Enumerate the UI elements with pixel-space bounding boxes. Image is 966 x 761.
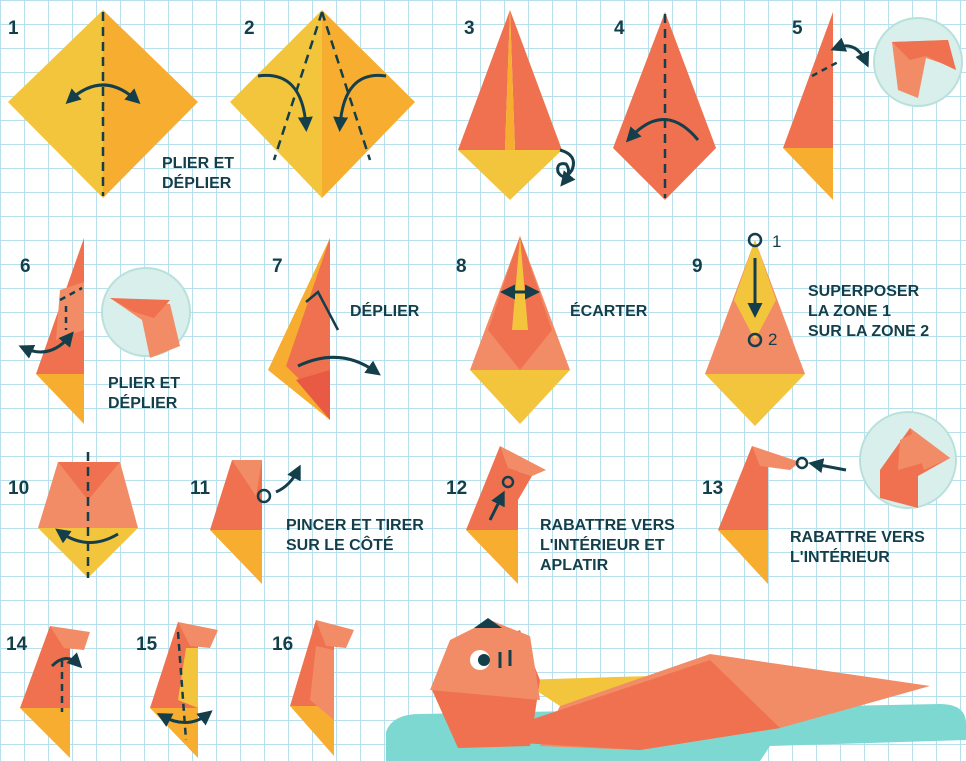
fold-arrow-icon	[836, 46, 866, 62]
step-number: 14	[6, 634, 27, 656]
zone-2-label: 2	[768, 330, 777, 350]
step-9-diagram	[705, 234, 805, 426]
step-number: 2	[244, 18, 255, 40]
step-15-diagram	[150, 622, 218, 758]
step-number: 13	[702, 478, 723, 500]
step-number: 16	[272, 634, 293, 656]
step-14-diagram	[20, 626, 90, 758]
step-number: 6	[20, 256, 31, 278]
step-3-diagram	[458, 10, 574, 200]
zone-1-label: 1	[772, 232, 781, 252]
step-number: 1	[8, 18, 19, 40]
step-number: 10	[8, 478, 29, 500]
reverse-fold-arrow-icon	[814, 464, 846, 470]
step-4-diagram	[613, 12, 716, 200]
step-8-diagram	[470, 236, 570, 424]
step-number: 12	[446, 478, 467, 500]
step-12-diagram	[466, 446, 546, 584]
step-7-diagram	[268, 238, 376, 420]
step-5-diagram	[783, 12, 962, 200]
caption-step-7: DÉPLIER	[350, 302, 419, 322]
turn-over-icon	[558, 150, 574, 182]
step-2-diagram	[230, 10, 415, 198]
step-11-diagram	[210, 460, 298, 584]
finished-duck-illustration	[386, 618, 966, 761]
step-number: 8	[456, 256, 467, 278]
step-number: 7	[272, 256, 283, 278]
step-number: 11	[190, 478, 210, 500]
caption-step-8: ÉCARTER	[570, 302, 647, 322]
step-16-diagram	[290, 620, 354, 756]
step-number: 9	[692, 256, 703, 278]
step-10-diagram	[38, 452, 138, 578]
step-number: 4	[614, 18, 625, 40]
step-number: 15	[136, 634, 157, 656]
step-number: 5	[792, 18, 803, 40]
pull-arrow-icon	[276, 470, 298, 492]
step-number: 3	[464, 18, 475, 40]
